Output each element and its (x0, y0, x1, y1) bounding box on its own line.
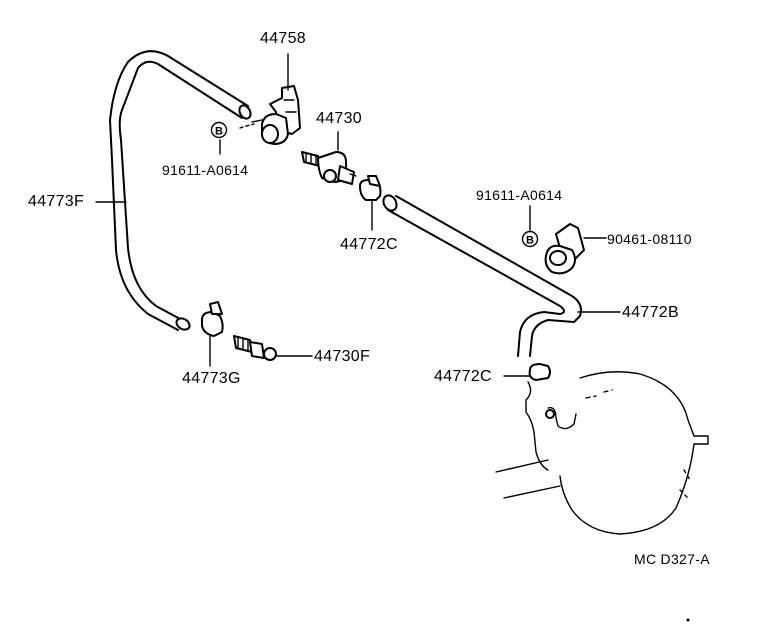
valve-44730[interactable] (301, 151, 357, 185)
label-44773f[interactable]: 44773F (28, 193, 85, 210)
bolt-marker-right-letter: B (526, 235, 534, 247)
engine-housing (495, 371, 709, 622)
label-44730[interactable]: 44730 (316, 110, 362, 127)
label-90461-08110[interactable]: 90461-08110 (607, 231, 692, 247)
label-44773g[interactable]: 44773G (182, 370, 241, 387)
bracket-44758[interactable] (239, 85, 301, 145)
clamp-44772c-lower[interactable] (528, 363, 551, 381)
clip-44773g[interactable] (201, 301, 224, 367)
label-91611-a0614-left[interactable]: 91611-A0614 (162, 162, 249, 178)
leader-lines (95, 53, 621, 377)
label-44730f[interactable]: 44730F (314, 348, 371, 365)
hose-44773f[interactable] (109, 50, 253, 332)
clamp-44772c-upper[interactable] (359, 175, 382, 231)
valve-44730f[interactable] (233, 335, 313, 361)
hose-44772b[interactable] (381, 193, 582, 357)
bolt-marker-left-letter: B (215, 126, 223, 138)
label-91611-a0614-right[interactable]: 91611-A0614 (476, 187, 563, 203)
label-44772c-lower[interactable]: 44772C (434, 368, 492, 385)
label-44772c-upper[interactable]: 44772C (340, 236, 398, 253)
clip-90461-08110[interactable] (544, 223, 585, 275)
drawing-code: MC D327-A (634, 551, 710, 567)
label-44772b[interactable]: 44772B (622, 304, 679, 321)
label-44758[interactable]: 44758 (260, 30, 306, 47)
bolt-marker-right: B (521, 230, 539, 248)
bolt-marker-left: B (210, 121, 228, 139)
